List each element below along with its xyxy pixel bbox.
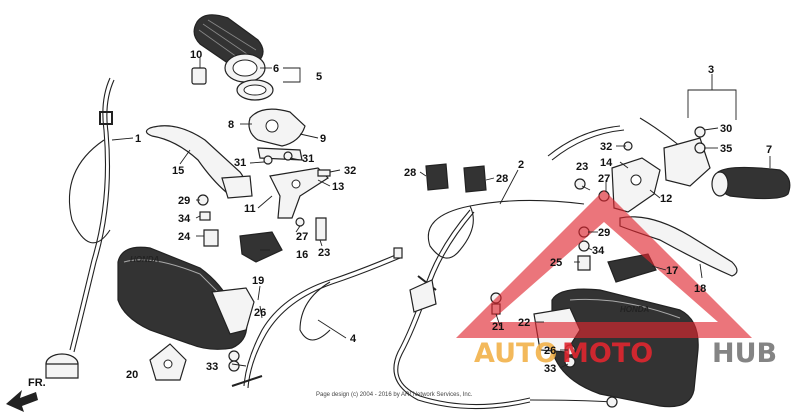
callout-31b: 31 xyxy=(302,153,314,165)
callout-6: 6 xyxy=(273,63,279,75)
callout-10: 10 xyxy=(190,49,202,61)
callout-11: 11 xyxy=(244,203,256,215)
callout-19: 19 xyxy=(252,275,264,287)
callout-5: 5 xyxy=(316,71,322,83)
clip-part-10 xyxy=(191,67,207,85)
callout-23a: 23 xyxy=(318,247,330,259)
front-arrow-icon xyxy=(6,390,38,412)
callout-31a: 31 xyxy=(234,157,246,169)
brand-label-left: HONDA xyxy=(130,255,160,264)
callout-12: 12 xyxy=(660,193,672,205)
callout-32b: 32 xyxy=(600,141,612,153)
callout-2: 2 xyxy=(518,159,524,171)
callout-29b: 29 xyxy=(598,227,610,239)
watermark-auto: AUTO xyxy=(474,338,557,369)
hand-guard-left: HONDA xyxy=(117,246,255,350)
callout-18: 18 xyxy=(694,283,706,295)
copyright-text: Page design (c) 2004 - 2016 by ARI Netwo… xyxy=(316,392,473,398)
callout-25: 25 xyxy=(550,257,562,269)
callout-26a: 26 xyxy=(254,307,266,319)
callout-4: 4 xyxy=(350,333,357,345)
callout-17: 17 xyxy=(666,265,678,277)
callout-23b: 23 xyxy=(576,161,588,173)
callout-7: 7 xyxy=(766,144,772,156)
callout-34b: 34 xyxy=(592,245,605,257)
callout-22: 22 xyxy=(518,317,530,329)
callout-8: 8 xyxy=(228,119,234,131)
callout-33a: 33 xyxy=(206,361,218,373)
fr-label: FR. xyxy=(28,377,46,389)
callout-14: 14 xyxy=(600,157,613,169)
callout-26b: 26 xyxy=(544,345,556,357)
bands-part-28 xyxy=(425,163,487,193)
callout-35: 35 xyxy=(720,143,732,155)
bolts-left xyxy=(197,151,331,247)
watermark-hub: HUB xyxy=(712,338,777,369)
callout-numbers: 1 2 3 4 5 6 7 8 9 10 11 12 13 14 15 16 1… xyxy=(126,49,772,381)
callout-30: 30 xyxy=(720,123,732,135)
watermark-triangle-icon xyxy=(456,190,752,338)
callout-28b: 28 xyxy=(496,173,508,185)
callout-34a: 34 xyxy=(178,213,191,225)
callout-21: 21 xyxy=(492,321,504,333)
throttle-housing xyxy=(248,108,306,161)
callout-27a: 27 xyxy=(296,231,308,243)
callout-29a: 29 xyxy=(178,195,190,207)
switch-part-16 xyxy=(239,231,283,263)
cable-left xyxy=(45,77,115,379)
switch-part-17 xyxy=(607,253,657,283)
brand-label-right: HONDA xyxy=(620,305,650,314)
callout-32a: 32 xyxy=(344,165,356,177)
callout-13: 13 xyxy=(332,181,344,193)
callout-28a: 28 xyxy=(404,167,416,179)
callout-1: 1 xyxy=(135,133,141,145)
callout-15: 15 xyxy=(172,165,184,177)
switch-assembly-right xyxy=(547,117,711,187)
cable-2 xyxy=(393,199,618,410)
leader-lines xyxy=(111,58,771,369)
watermark-logo: AUTO MOTO HUB xyxy=(456,190,777,369)
clutch-lever xyxy=(145,125,245,193)
callout-27b: 27 xyxy=(598,173,610,185)
callout-24: 24 xyxy=(178,231,191,243)
callout-3: 3 xyxy=(708,64,714,76)
callout-33b: 33 xyxy=(544,363,556,375)
left-grip xyxy=(193,14,274,101)
cable-4 xyxy=(231,247,403,389)
watermark-moto: MOTO xyxy=(562,338,653,369)
callout-20: 20 xyxy=(126,369,138,381)
callout-16: 16 xyxy=(296,249,308,261)
callout-9: 9 xyxy=(320,133,326,145)
